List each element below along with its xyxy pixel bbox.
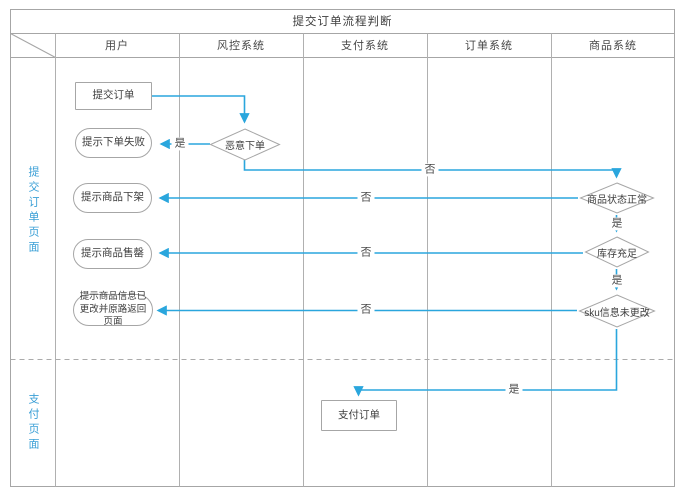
diagram-title: 提交订单流程判断 — [292, 16, 393, 28]
node-product-sold-out: 提示商品售罄 — [73, 239, 152, 269]
node-stock-sufficient-label: 库存充足 — [597, 248, 637, 260]
frame-border — [10, 9, 675, 487]
lane-header-order-system: 订单系统 — [465, 40, 513, 52]
lane-header-user: 用户 — [105, 40, 129, 52]
edge-label-stock-yes: 是 — [608, 274, 626, 288]
node-stock-sufficient: 库存充足 — [584, 236, 650, 268]
diamond-shape — [578, 294, 656, 328]
edge-label-sku-yes: 是 — [505, 383, 523, 397]
edge-label-sku-no: 否 — [357, 303, 375, 317]
corner-diagonal — [10, 33, 56, 58]
lane-header-risk-system: 风控系统 — [217, 40, 265, 52]
node-product-status-ok-label: 商品状态正常 — [587, 194, 647, 206]
node-malicious-check: 恶意下单 — [209, 128, 281, 161]
section-label-submit-order-page: 提交订单页面 — [27, 166, 39, 256]
node-product-off-shelf: 提示商品下架 — [73, 183, 152, 213]
section-label-payment-page: 支付页面 — [27, 393, 39, 453]
edge-submit-to-malicious — [152, 95, 250, 124]
node-product-info-changed: 提示商品信息已更改并原路返回页面 — [73, 291, 153, 327]
node-malicious-check-label: 恶意下单 — [225, 141, 265, 152]
lane-separators — [55, 33, 552, 487]
diamond-shape — [579, 182, 655, 214]
edge-label-status-yes: 是 — [608, 217, 626, 231]
diamond-shape — [584, 236, 650, 268]
lane-header-payment-system: 支付系统 — [341, 40, 389, 52]
node-sku-unchanged-label: sku信息未更改 — [584, 307, 650, 319]
edge-label-stock-no: 否 — [357, 246, 375, 260]
node-sku-unchanged: sku信息未更改 — [578, 294, 656, 328]
edge-sku-yes-pay — [353, 329, 618, 397]
edge-label-malicious-no: 否 — [421, 163, 439, 177]
node-order-fail: 提示下单失败 — [75, 128, 152, 158]
edge-label-malicious-yes: 是 — [171, 137, 189, 151]
diamond-shape — [209, 128, 281, 161]
edge-label-status-no: 否 — [357, 191, 375, 205]
lane-header-product-system: 商品系统 — [589, 40, 637, 52]
node-submit-order: 提交订单 — [75, 82, 152, 110]
node-product-status-ok: 商品状态正常 — [579, 182, 655, 214]
node-pay-order: 支付订单 — [321, 400, 397, 431]
